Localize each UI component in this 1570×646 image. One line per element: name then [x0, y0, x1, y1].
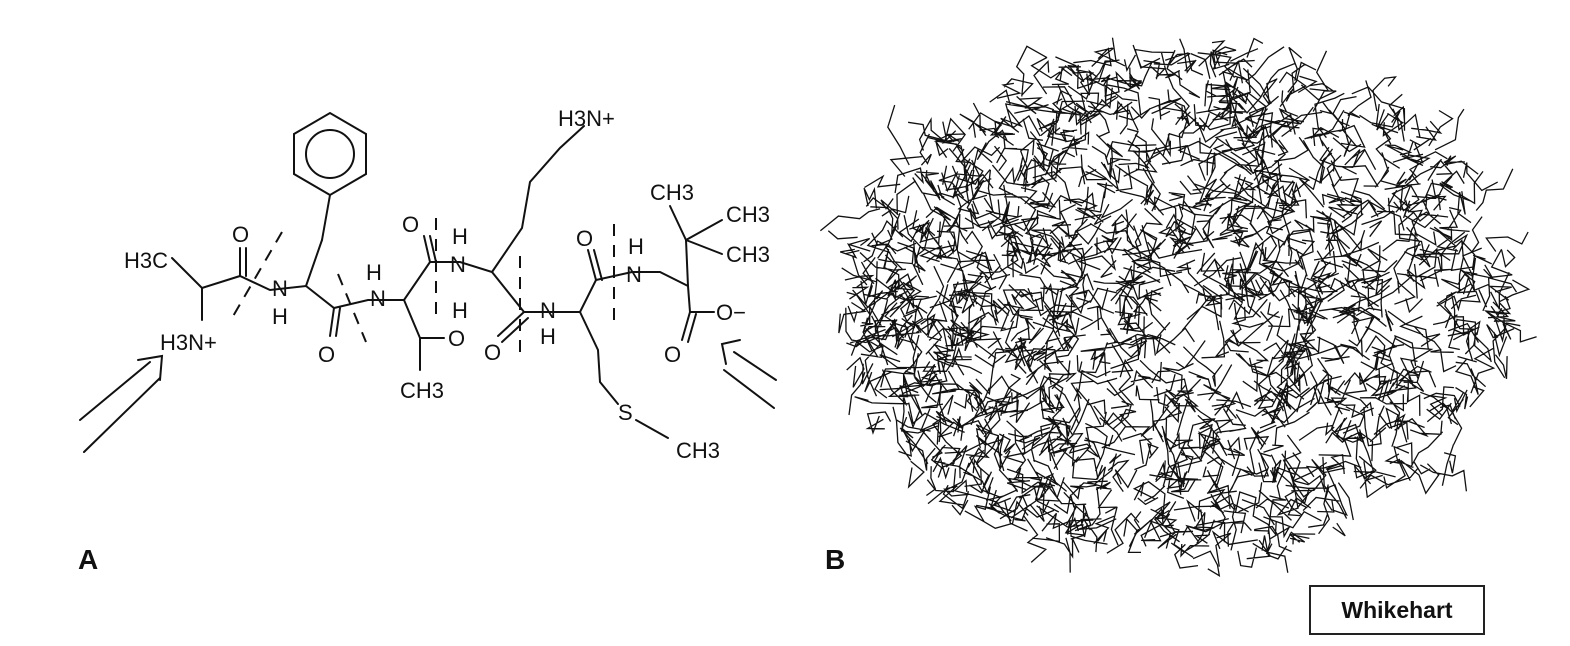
atom-h3c: H3C	[124, 248, 168, 273]
peptide-structure: H3C H3N+ O N H O N H O CH3 O H N H H3N+ …	[79, 106, 777, 463]
atom-ch3: CH3	[650, 180, 694, 205]
atom-h3n-plus: H3N+	[558, 106, 615, 131]
atom-n: N	[370, 286, 386, 311]
atom-o: O	[576, 226, 593, 251]
benzene-ring	[293, 111, 367, 197]
atom-o: O	[232, 222, 249, 247]
left-arrow-icon	[79, 354, 164, 453]
atom-ch3: CH3	[676, 438, 720, 463]
panel-label-b: B	[825, 544, 846, 575]
atom-h3n-plus: H3N+	[160, 330, 217, 355]
atom-n: N	[540, 298, 556, 323]
atom-s: S	[618, 400, 633, 425]
atom-h: H	[272, 304, 288, 329]
atom-ch3: CH3	[400, 378, 444, 403]
credit-box: Whikehart	[1309, 585, 1485, 635]
panel-label-a: A	[78, 544, 99, 575]
atom-h: H	[452, 224, 468, 249]
atom-n: N	[626, 262, 642, 287]
atom-ch3: CH3	[726, 202, 770, 227]
peptide-backbone	[171, 257, 691, 313]
atom-o: O	[448, 326, 465, 351]
right-arrow-icon	[720, 339, 777, 409]
atom-o: O	[664, 342, 681, 367]
atom-ch3: CH3	[726, 242, 770, 267]
atom-o-minus: O−	[716, 300, 746, 325]
protein-wireframe	[819, 37, 1537, 577]
atom-o: O	[484, 340, 501, 365]
atom-o: O	[402, 212, 419, 237]
atom-h: H	[540, 324, 556, 349]
atom-h: H	[628, 234, 644, 259]
atom-n: N	[450, 252, 466, 277]
atom-n: N	[272, 276, 288, 301]
atom-h: H	[366, 260, 382, 285]
credit-text: Whikehart	[1341, 596, 1453, 623]
atom-o: O	[318, 342, 335, 367]
atom-h: H	[452, 298, 468, 323]
protein-bonds	[819, 37, 1537, 577]
